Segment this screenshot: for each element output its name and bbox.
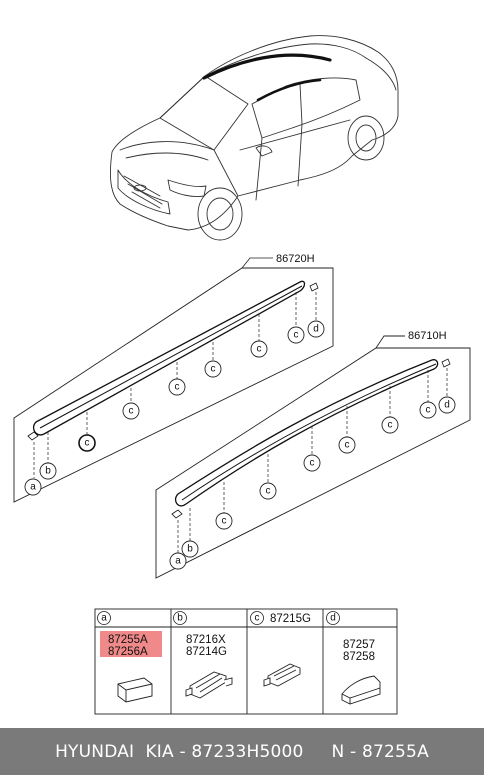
legend-column-a: a 87255A 87256A [97, 611, 162, 703]
clip-c-icon [263, 663, 301, 687]
legend-column-b: b 87216X 87214G [173, 611, 233, 699]
part-number: 87257 [343, 639, 375, 651]
svg-text:c: c [211, 364, 216, 375]
callout-c [338, 436, 356, 454]
roof-moulding-highlight-side [256, 78, 322, 102]
part-number: 87256A [108, 646, 148, 658]
part-number: 87258 [343, 651, 375, 663]
callout-c [204, 360, 222, 378]
callout-a [169, 552, 187, 570]
svg-text:c: c [310, 458, 315, 469]
svg-text:b: b [187, 544, 193, 555]
svg-text:c: c [426, 405, 431, 416]
car-illustration [109, 35, 399, 241]
assembly-leader-86720h [241, 257, 273, 269]
svg-text:a: a [101, 613, 107, 624]
end-cap-d-icon [341, 675, 381, 705]
clip-b-icon [185, 671, 233, 699]
callout-c [259, 482, 277, 500]
callout-d [438, 396, 456, 414]
callout-b [39, 462, 57, 480]
callouts-86720h: a b c c c c c c d [24, 320, 325, 496]
assembly-86710h: 86710H a b c c [155, 330, 471, 579]
legend-table: a 87255A 87256A b 87216X 87214G [94, 608, 398, 715]
callout-b [181, 540, 199, 558]
moulding-strip-86710h [174, 359, 439, 507]
callout-d [307, 320, 325, 338]
callout-c [215, 512, 233, 530]
assembly-label-86720h: 86720H [276, 253, 315, 265]
part-number: 87214G [186, 646, 227, 658]
callout-c [78, 434, 96, 452]
assembly-frame-86710h [155, 347, 471, 579]
part-number: 87255A [108, 634, 148, 646]
svg-text:c: c [222, 516, 227, 527]
svg-text:c: c [175, 382, 180, 393]
svg-text:d: d [444, 400, 450, 411]
callout-c [381, 416, 399, 434]
assembly-leader-86710h [375, 335, 405, 349]
callout-c [168, 378, 186, 396]
part-number: 87215G [270, 613, 311, 625]
svg-text:b: b [177, 613, 183, 624]
svg-text:c: c [294, 330, 299, 341]
callout-c [122, 402, 140, 420]
callout-c [287, 326, 305, 344]
svg-text:c: c [129, 406, 134, 417]
assembly-frame-86720h [13, 267, 334, 503]
svg-text:b: b [45, 466, 51, 477]
svg-text:c: c [257, 344, 262, 355]
svg-text:c: c [255, 613, 260, 624]
footer-part-reference: HYUNDAI KIA - 87233H5000 N - 87255A [0, 728, 484, 775]
callout-c [250, 340, 268, 358]
svg-text:c: c [266, 486, 271, 497]
svg-text:d: d [313, 324, 319, 335]
svg-text:d: d [330, 613, 336, 624]
assembly-label-86710h: 86710H [408, 330, 447, 342]
highlight-box [100, 631, 162, 657]
svg-text:c: c [345, 440, 350, 451]
legend-column-d: d 87257 87258 [326, 611, 381, 705]
parts-diagram: 86720H a b c [13, 35, 471, 715]
svg-text:a: a [175, 556, 181, 567]
cap-part-icon [117, 677, 153, 703]
legend-column-c: c 87215G [250, 611, 311, 687]
callout-c [303, 454, 321, 472]
roof-moulding-highlight [202, 53, 332, 80]
assembly-86720h: 86720H a b c [13, 253, 334, 503]
callout-a [24, 478, 42, 496]
svg-text:c: c [85, 438, 90, 449]
callouts-86710h: a b c c c c c c d [169, 396, 456, 570]
part-number: 87216X [186, 634, 226, 646]
svg-text:c: c [388, 420, 393, 431]
callout-c [419, 401, 437, 419]
svg-text:a: a [30, 482, 36, 493]
